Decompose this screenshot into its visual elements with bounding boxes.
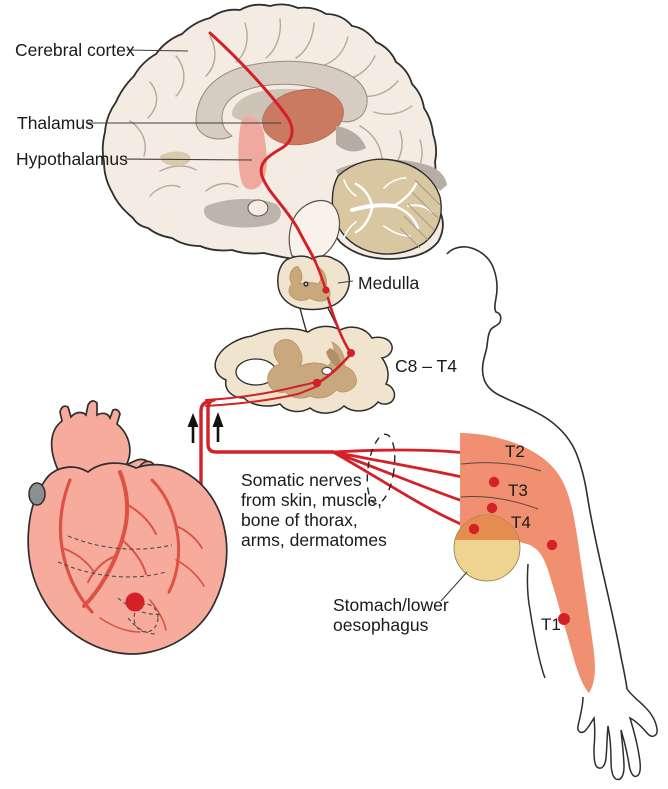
- label-t3: T3: [508, 481, 528, 500]
- vena-cava-opening: [28, 482, 46, 506]
- label-thalamus: Thalamus: [17, 113, 94, 133]
- body-silhouette: [366, 246, 658, 781]
- label-medulla: Medulla: [358, 273, 420, 293]
- afferent-tube-upper: [205, 381, 316, 401]
- heart-illustration: [27, 400, 228, 655]
- t2-referral-dot: [546, 539, 558, 551]
- text-labels: Cerebral cortex Thalamus Hypothalamus Me…: [15, 40, 561, 635]
- thalamus-shape: [262, 88, 344, 146]
- cord-gray-patch: [326, 348, 341, 368]
- somatic-nerve-trunk: [206, 398, 335, 454]
- brain-illustration: [101, 3, 447, 261]
- label-cerebral-cortex: Cerebral cortex: [15, 40, 135, 60]
- label-t2: T2: [505, 442, 525, 461]
- label-somatic-line2: from skin, muscle,: [241, 490, 382, 510]
- basal-shading: [160, 151, 191, 166]
- medulla-pointer: [337, 280, 354, 284]
- fornix-shape: [336, 126, 366, 152]
- stomach-referral-dot: [468, 523, 480, 535]
- stomach-overlap-region: [454, 515, 520, 540]
- pain-origin-dot: [125, 592, 145, 612]
- up-arrow-icon: [187, 413, 199, 443]
- pathway-brain-segment: [208, 31, 317, 263]
- dermatome-dividers: [460, 462, 542, 510]
- medulla-central-canal-lumen: [305, 283, 307, 285]
- spinal-cord-cross-section: [214, 325, 396, 414]
- label-stomach-line1: Stomach/lower: [333, 595, 449, 615]
- label-somatic-line1: Somatic nerves: [241, 470, 362, 490]
- stomach-pointer: [440, 571, 468, 602]
- hidden-vessel-dashes: [57, 535, 173, 635]
- t4-referral-dot: [486, 502, 498, 514]
- dorsal-horn-synapse-dot: [312, 378, 322, 388]
- up-arrow-icon: [212, 412, 224, 442]
- brainstem-hatching: [399, 179, 441, 249]
- inner-arm-outline: [526, 563, 546, 679]
- cerebral-cortex-pointer: [126, 49, 189, 52]
- pointer-lines: [88, 49, 468, 602]
- label-somatic-line4: arms, dermatomes: [241, 530, 387, 550]
- label-t4: T4: [511, 513, 531, 532]
- pathway-cord-segment: [326, 296, 352, 354]
- pituitary-shape: [247, 199, 269, 217]
- hand-outline: [577, 688, 658, 781]
- afferent-tube-lower: [205, 385, 319, 407]
- label-hypothalamus: Hypothalamus: [16, 149, 128, 169]
- label-t1: T1: [541, 615, 561, 634]
- medulla-synapse-dot: [322, 286, 330, 294]
- heart-body-shape: [27, 462, 228, 655]
- body-outline: [446, 246, 628, 690]
- label-somatic-line3: bone of thorax,: [241, 510, 358, 530]
- pons-shape: [288, 199, 341, 261]
- label-spinal-segment: C8 – T4: [395, 356, 457, 376]
- nerve-bundle-ellipse: [366, 433, 396, 505]
- t3-referral-dot: [488, 476, 500, 488]
- cord-central-canal: [321, 366, 333, 376]
- t1-referral-dot: [558, 613, 570, 625]
- label-stomach-line2: oesophagus: [333, 615, 429, 635]
- coronary-arteries: [58, 470, 205, 633]
- ascending-direction-arrows: [187, 412, 224, 443]
- medulla-cross-section: [277, 255, 351, 311]
- hypothalamus-pointer: [124, 158, 253, 161]
